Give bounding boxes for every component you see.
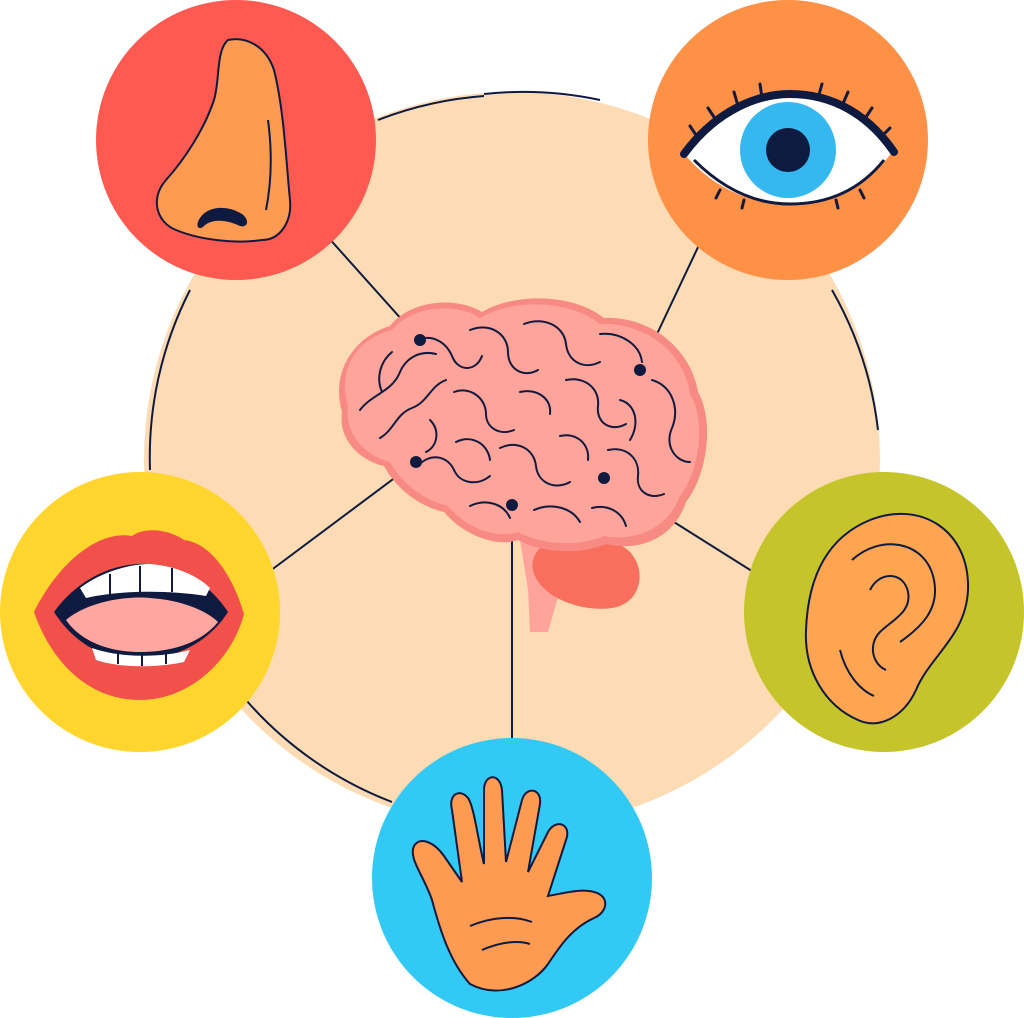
dot-taste — [410, 456, 422, 468]
disc-outline — [148, 90, 879, 803]
nose-icon — [156, 38, 292, 243]
upper-teeth — [80, 564, 210, 598]
sense-hearing — [744, 472, 1024, 752]
cerebellum — [532, 535, 640, 609]
mouth-icon — [34, 530, 244, 700]
ear-icon — [804, 512, 970, 725]
eye-lower-lid — [692, 158, 886, 206]
dot-smell — [414, 334, 426, 346]
ear-helix — [851, 543, 937, 643]
brain-cerebrum — [344, 304, 700, 544]
sense-taste — [0, 472, 280, 752]
ear-shape — [804, 512, 970, 725]
sense-smell — [96, 0, 376, 280]
teeth-gaps — [109, 566, 173, 666]
dot-sight — [634, 364, 646, 376]
nostril — [197, 207, 248, 229]
hand-shape — [411, 776, 607, 992]
eye-icon — [680, 82, 898, 210]
brain-icon — [339, 298, 708, 632]
eye-pupil — [766, 128, 810, 172]
brain-folds — [359, 320, 691, 527]
sense-sight — [648, 0, 928, 280]
palm-line-2 — [481, 941, 531, 951]
ear-lobe-line — [839, 649, 875, 697]
ear-inner — [869, 575, 910, 671]
nose-crease — [265, 119, 272, 211]
hand-icon — [411, 776, 607, 992]
connector-taste — [257, 461, 417, 581]
palm-line-1 — [469, 916, 533, 927]
eyelashes — [688, 82, 892, 210]
dot-touch — [506, 499, 518, 511]
dot-hearing — [598, 472, 610, 484]
sense-touch — [372, 738, 652, 1018]
brain-connection-dots — [410, 334, 646, 511]
tongue — [66, 597, 218, 652]
nose-shape — [156, 38, 292, 243]
